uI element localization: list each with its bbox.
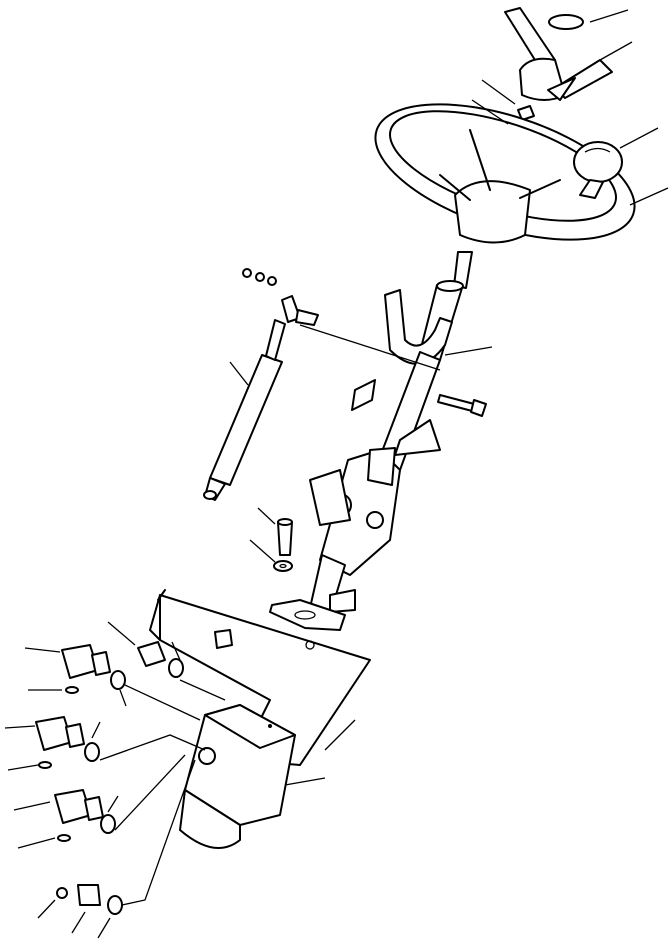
cap-screw bbox=[277, 518, 293, 556]
spinner-knob bbox=[573, 141, 623, 199]
fitting-straight-top bbox=[137, 641, 184, 678]
lower-column-housing bbox=[309, 447, 401, 576]
steering-control-valve bbox=[179, 704, 296, 849]
column-tube bbox=[351, 351, 441, 471]
mounting-bolt bbox=[437, 394, 487, 417]
lock-washer bbox=[273, 560, 293, 572]
nut bbox=[517, 105, 535, 121]
elbow-fitting-1 bbox=[61, 644, 126, 694]
steering-wheel bbox=[374, 103, 636, 244]
elbow-fitting-3 bbox=[54, 789, 116, 842]
connection-lines bbox=[99, 324, 441, 906]
column-flange bbox=[269, 599, 346, 631]
elbow-fitting-2 bbox=[35, 716, 100, 769]
callout-leaders bbox=[4, 9, 669, 939]
tilt-lever bbox=[504, 7, 613, 101]
horn-cap bbox=[548, 14, 584, 30]
tilt-bracket bbox=[384, 289, 453, 365]
gas-strut bbox=[203, 295, 319, 501]
fitting-straight-bottom bbox=[56, 884, 123, 915]
strut-washers bbox=[242, 268, 277, 286]
